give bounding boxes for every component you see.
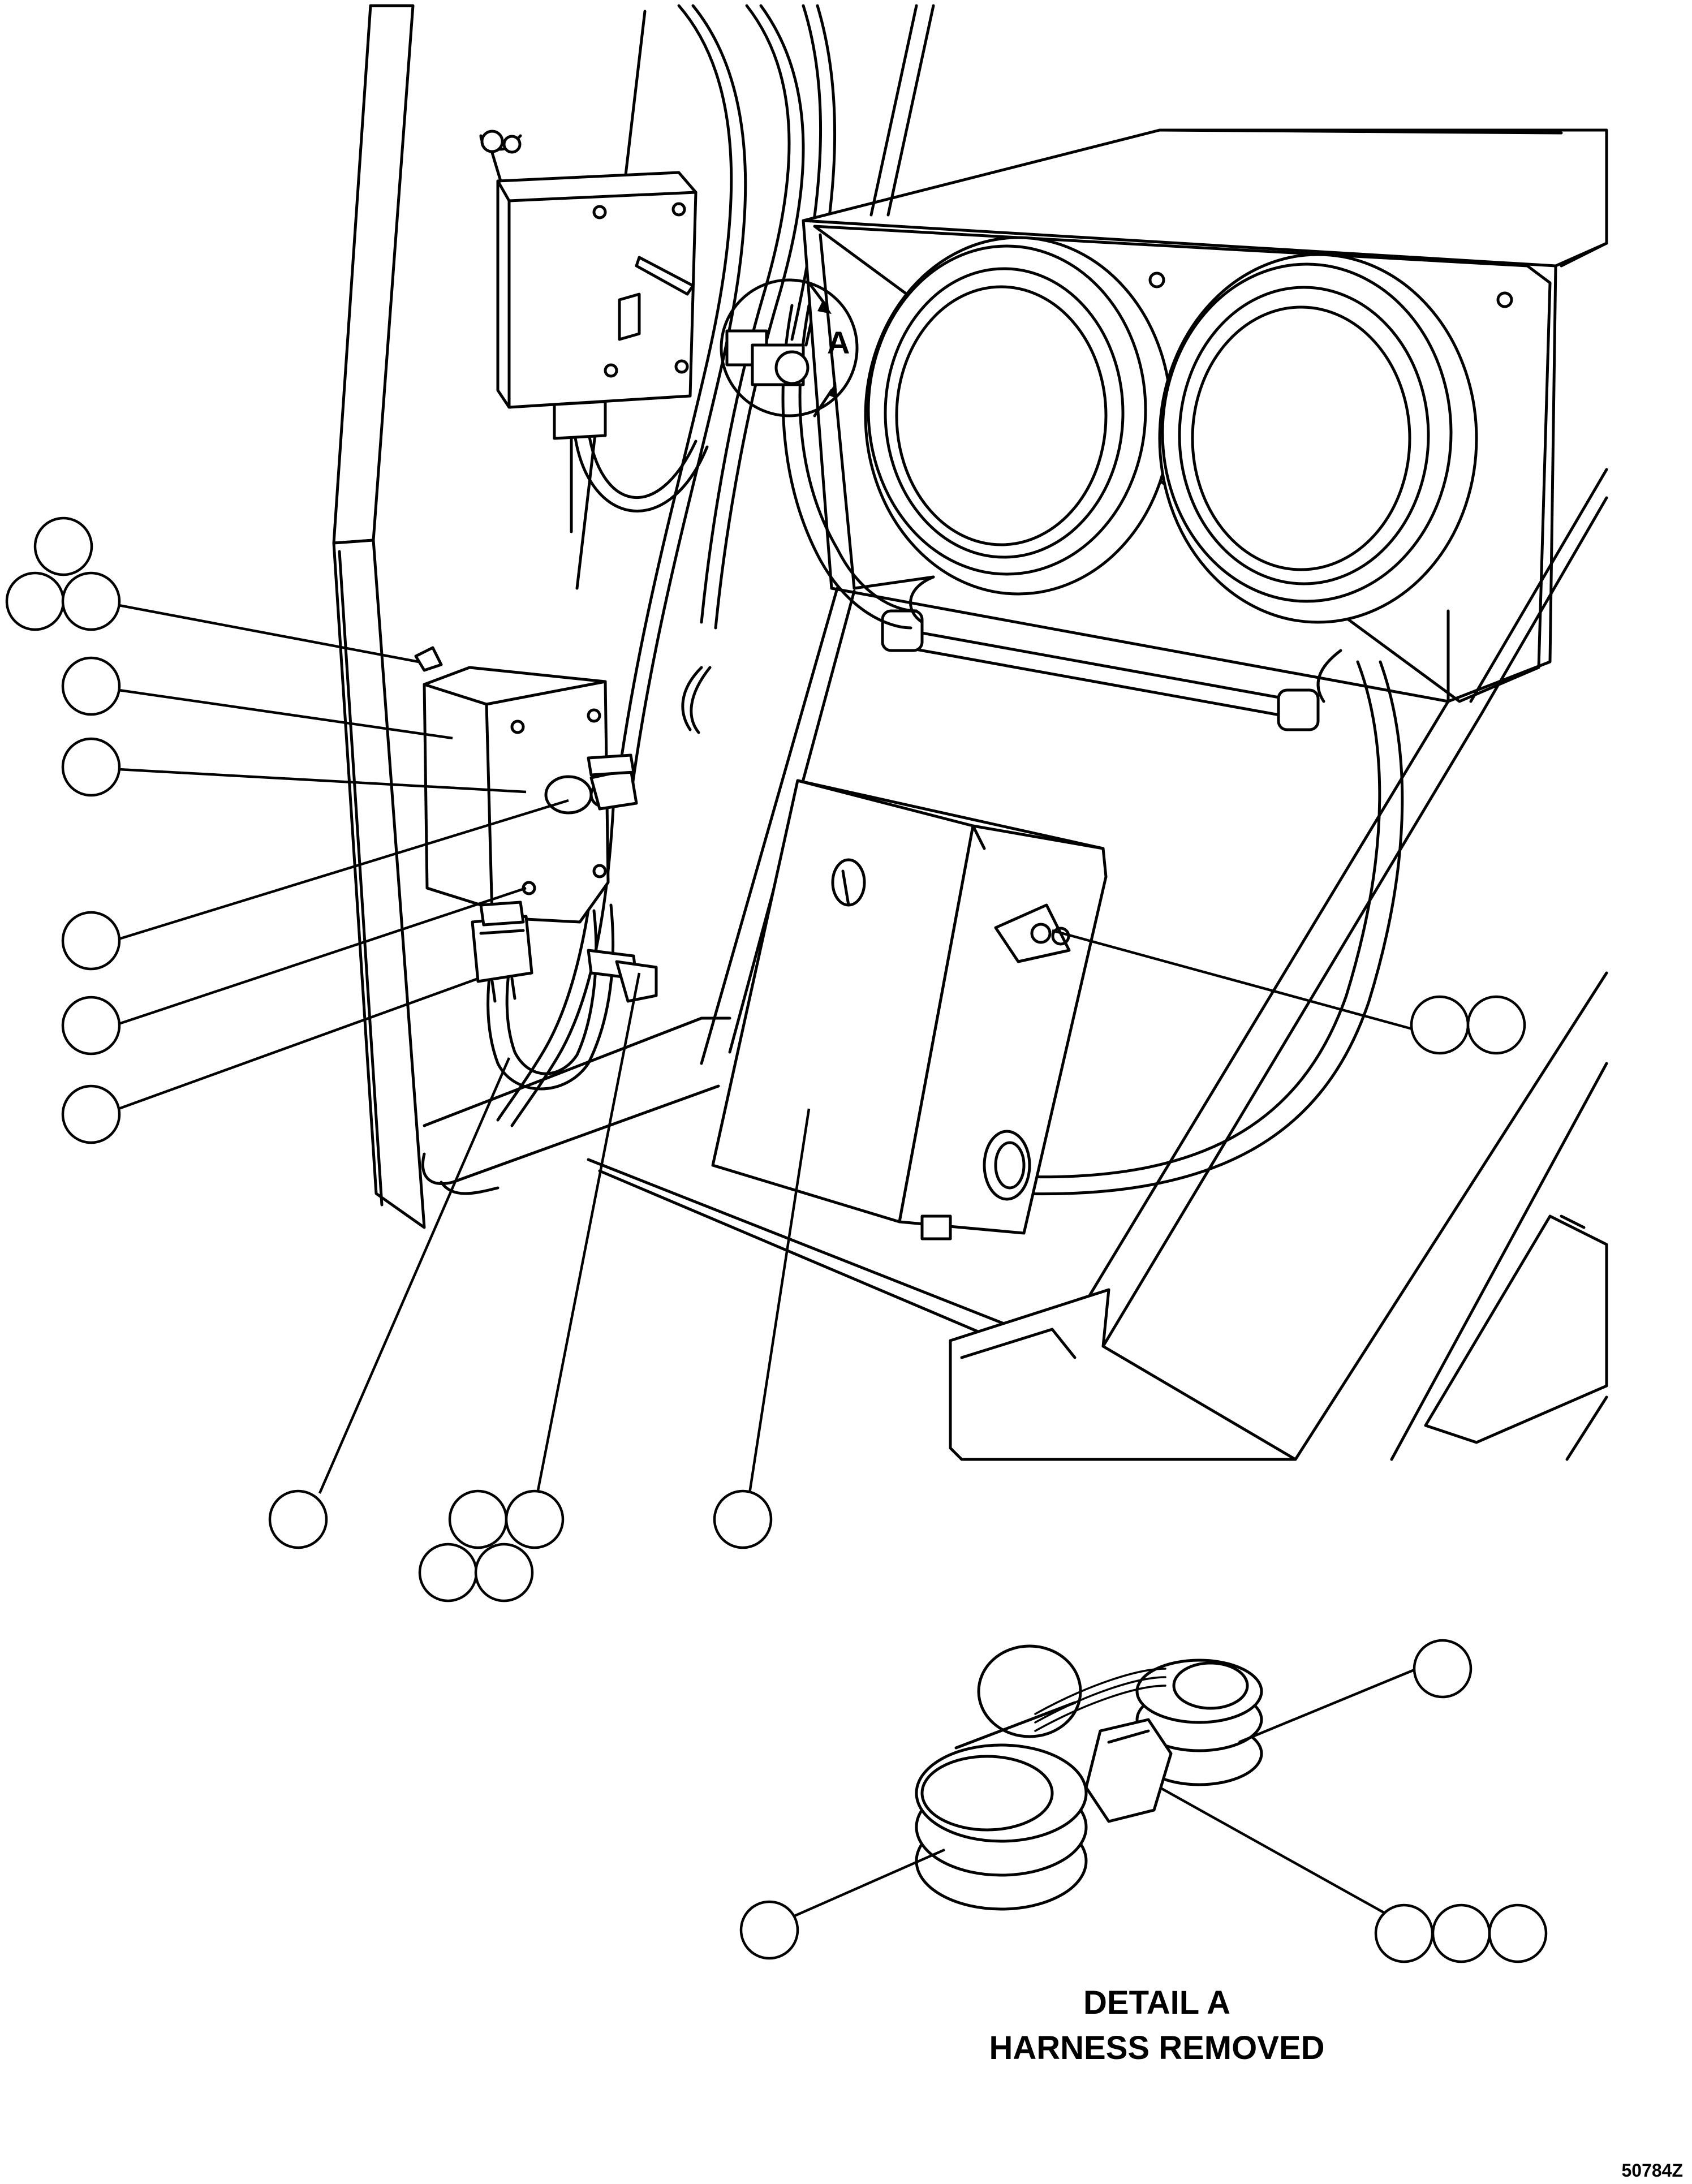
callout-circle (1413, 1639, 1473, 1699)
right-lamp (1158, 253, 1478, 624)
lower-switch-box (414, 646, 658, 1003)
lamp-mount-bar (881, 575, 1342, 731)
detail-title: DETAIL A (1083, 1984, 1230, 2021)
callout-circle (1374, 1903, 1434, 1963)
support-frame (421, 4, 1608, 1461)
callout-circle (33, 516, 93, 576)
callout-circle (61, 571, 121, 631)
figure-number: 50784Z (1621, 2160, 1683, 2181)
callout-circle (739, 1900, 799, 1960)
callout-circle (1410, 995, 1470, 1055)
view-marker-label: A (827, 325, 850, 360)
callout-leaders (118, 604, 1418, 1925)
callout-circle (61, 656, 121, 716)
upper-switch-box (479, 130, 698, 533)
junction-box (711, 779, 1108, 1240)
callout-circle (61, 1084, 121, 1144)
callout-circles (5, 516, 1548, 1963)
callout-circle (5, 571, 65, 631)
callout-circle (1431, 1903, 1491, 1963)
callout-circle (61, 911, 121, 971)
callout-circle (713, 1489, 773, 1549)
detail-a-drawing (915, 1644, 1263, 1911)
callout-circle (1488, 1903, 1548, 1963)
detail-a-marker: A (720, 278, 859, 417)
left-lamp (864, 236, 1173, 596)
callout-circle (61, 737, 121, 797)
callout-circle (1466, 995, 1526, 1055)
callout-circle (474, 1543, 534, 1603)
callout-circle (505, 1489, 565, 1549)
callout-circle (61, 996, 121, 1056)
detail-subtitle: HARNESS REMOVED (989, 2030, 1325, 2066)
wire-harness (486, 4, 837, 1127)
callout-circle (418, 1543, 478, 1603)
callout-circle (448, 1489, 508, 1549)
callout-circle (268, 1489, 328, 1549)
